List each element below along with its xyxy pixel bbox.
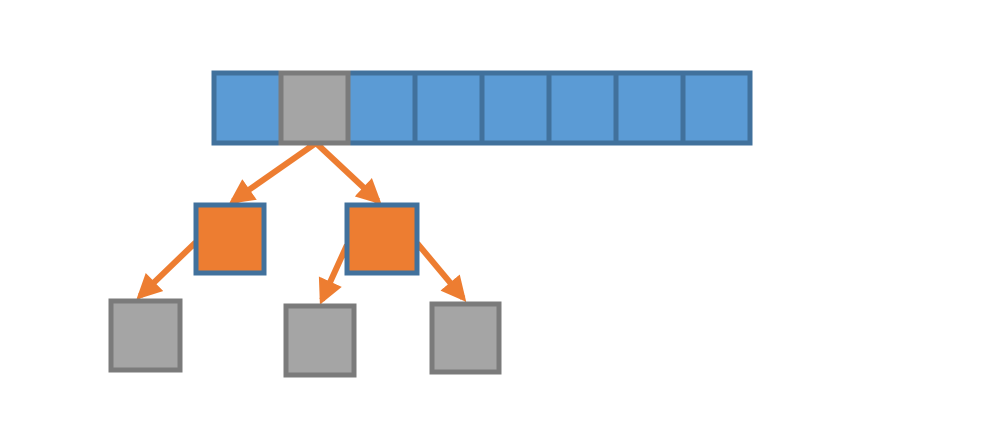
array-cell-4 [412, 70, 485, 146]
array-strip [211, 70, 753, 146]
array-cell-3 [345, 70, 418, 146]
node-orange-left [193, 202, 267, 276]
array-cell-2-highlighted [278, 70, 351, 146]
array-cell-5 [479, 70, 552, 146]
array-cell-1 [211, 70, 284, 146]
array-cell-2-border [278, 70, 351, 146]
arrow-array-cell-2-to-orange-left [228, 140, 318, 204]
arrow-orange-left-to-leaf-1 [136, 239, 199, 300]
array-cell-7 [613, 70, 686, 146]
node-leaf-1 [108, 298, 183, 373]
arrows-layer [136, 140, 467, 305]
arrow-orange-right-to-leaf-2 [318, 243, 350, 305]
tree-nodes [108, 202, 502, 378]
node-orange-right [344, 202, 420, 276]
arrow-array-cell-2-to-orange-right [313, 140, 382, 205]
array-outline [211, 70, 753, 146]
arrow-orange-right-to-leaf-3 [414, 241, 467, 302]
array-cell-8 [680, 70, 753, 146]
node-leaf-3 [429, 301, 502, 375]
node-leaf-2 [283, 303, 357, 378]
array-cell-6 [546, 70, 619, 146]
